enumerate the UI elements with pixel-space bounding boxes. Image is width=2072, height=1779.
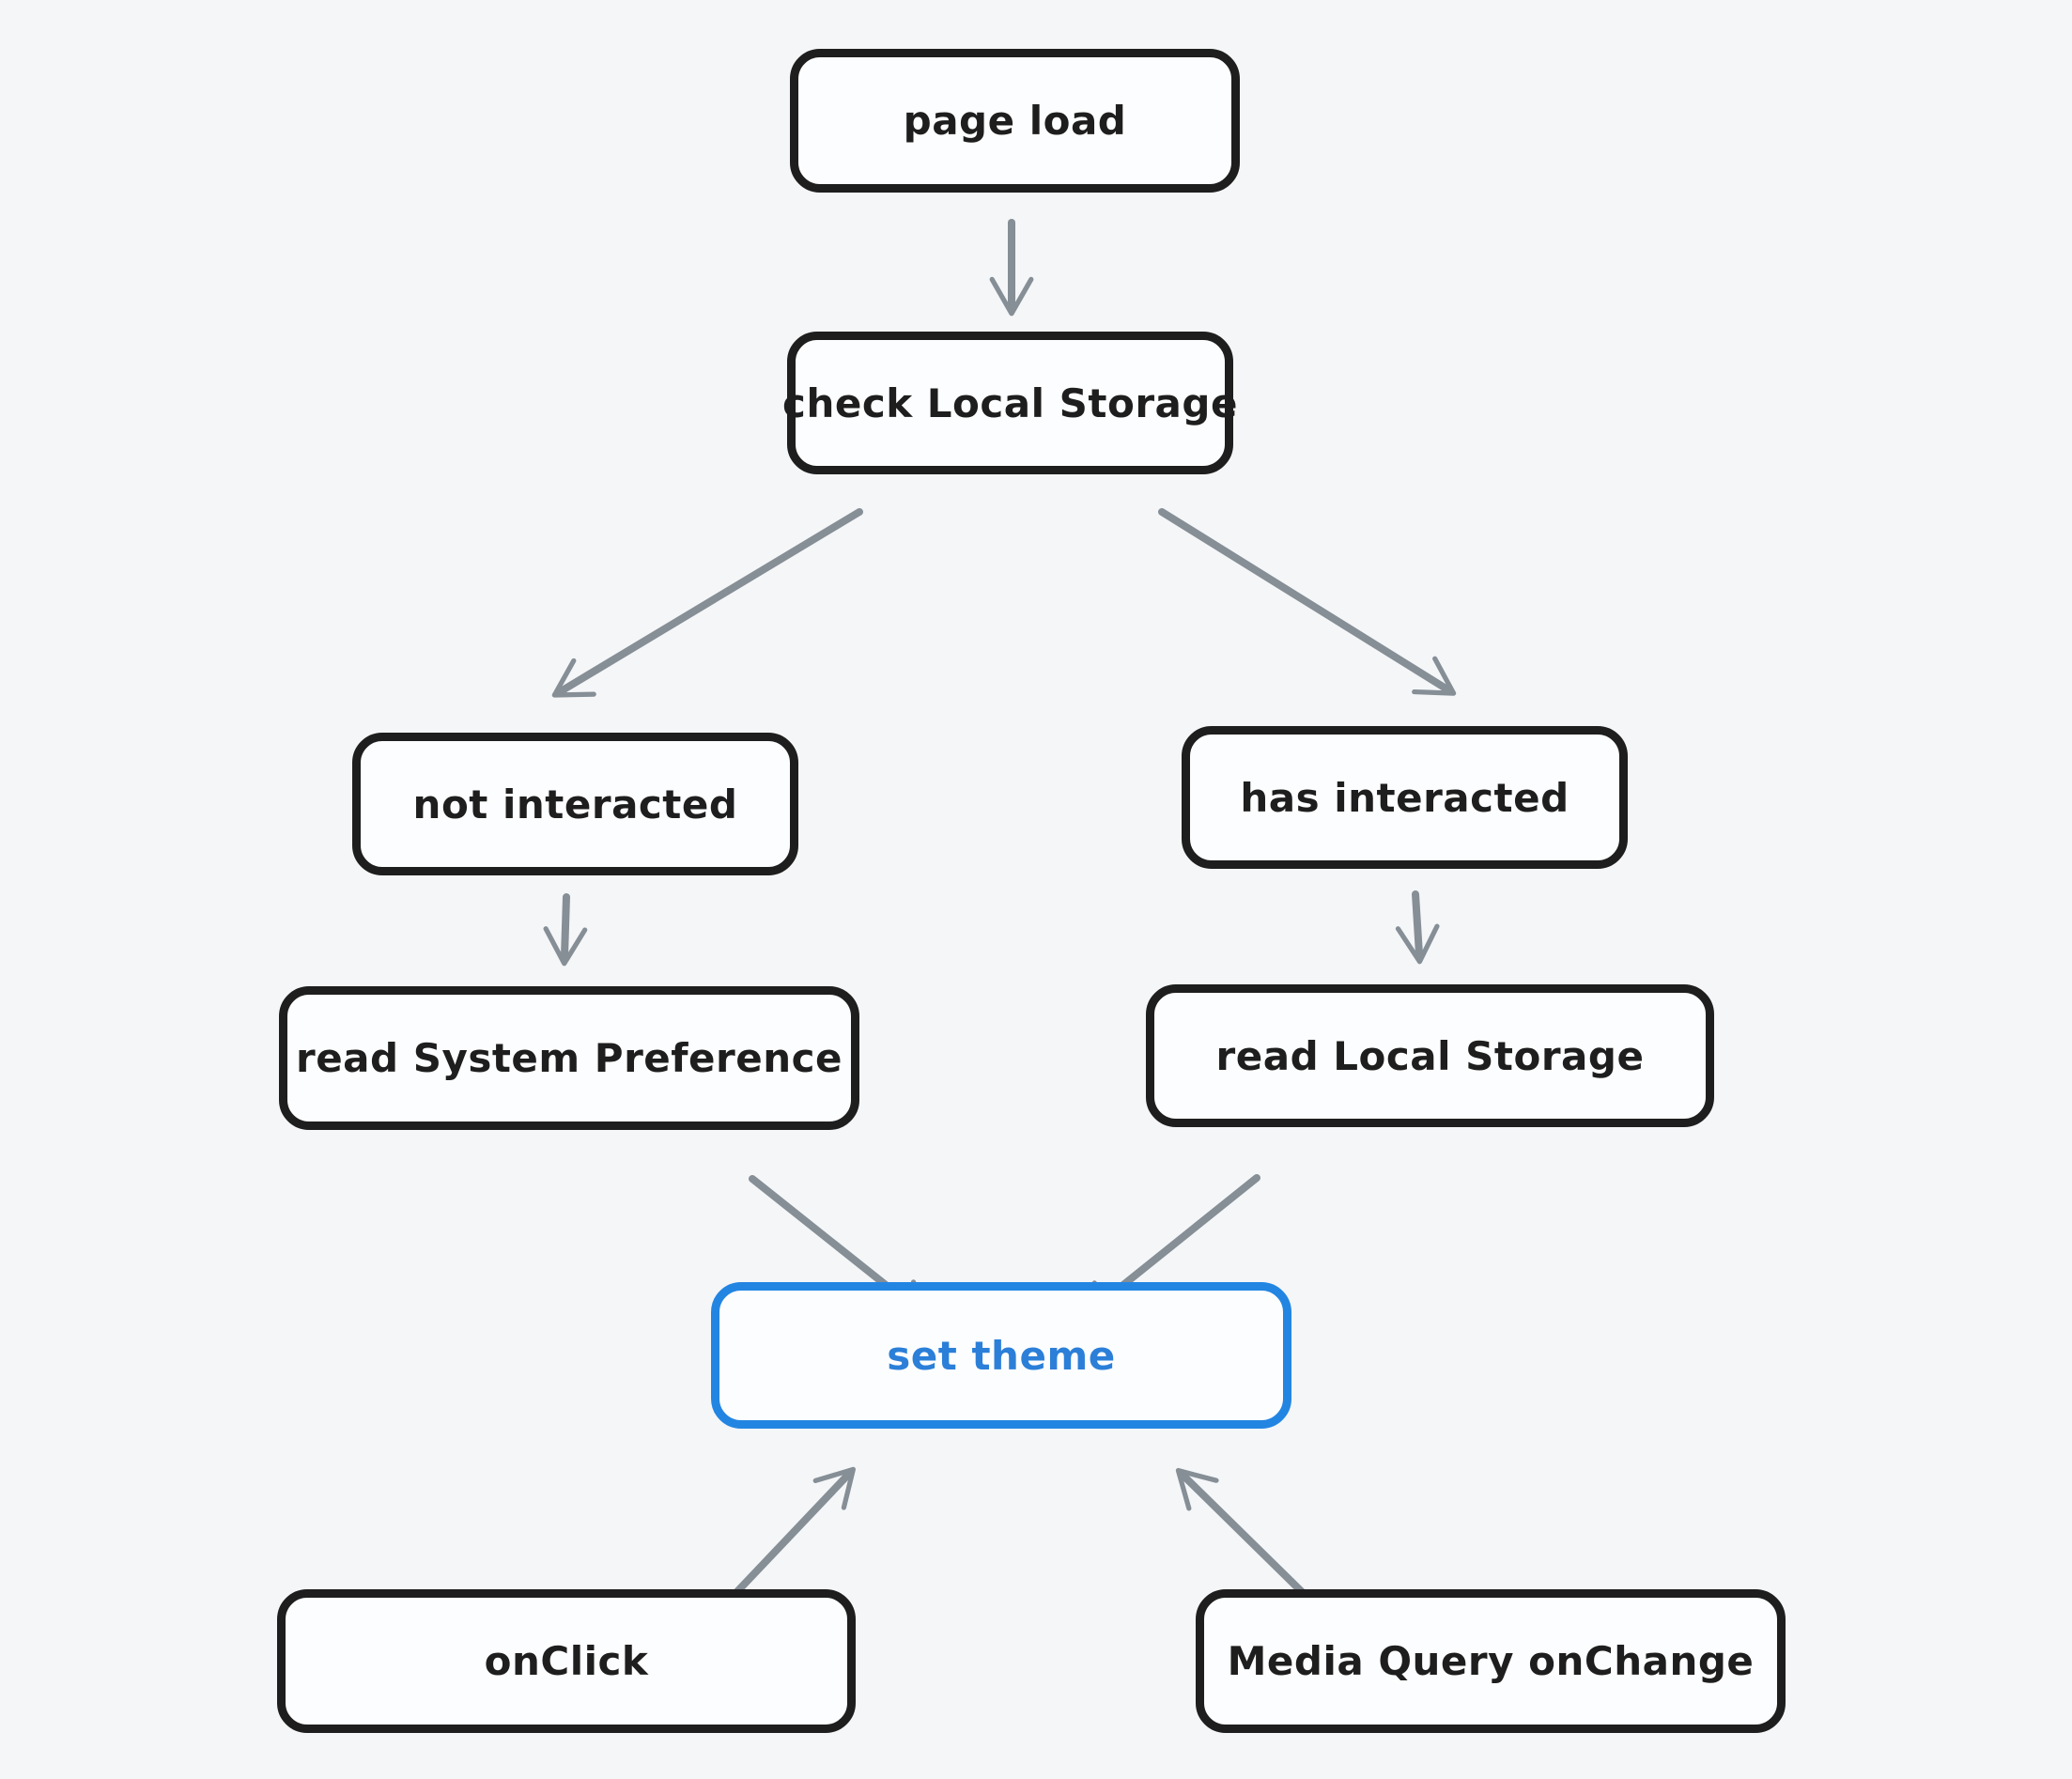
node-onclick: onClick bbox=[277, 1589, 856, 1733]
arrow-check-local-storage-to-not-interacted bbox=[551, 508, 863, 698]
node-set-theme: set theme bbox=[711, 1282, 1291, 1429]
node-check-local-storage-label: check Local Storage bbox=[782, 379, 1238, 426]
node-read-system-preference-label: read System Preference bbox=[295, 1035, 843, 1081]
node-read-local-storage: read Local Storage bbox=[1146, 984, 1714, 1127]
node-media-query-onchange: Media Query onChange bbox=[1196, 1589, 1786, 1733]
arrow-not-interacted-to-read-system-preference bbox=[543, 893, 588, 967]
node-read-system-preference: read System Preference bbox=[279, 986, 859, 1130]
node-page-load-label: page load bbox=[903, 98, 1127, 144]
arrow-check-local-storage-to-has-interacted bbox=[1158, 508, 1457, 696]
node-has-interacted-label: has interacted bbox=[1240, 774, 1569, 821]
node-set-theme-label: set theme bbox=[887, 1332, 1116, 1379]
node-read-local-storage-label: read Local Storage bbox=[1215, 1032, 1645, 1079]
node-not-interacted: not interacted bbox=[352, 733, 798, 875]
node-onclick-label: onClick bbox=[484, 1638, 649, 1684]
node-has-interacted: has interacted bbox=[1182, 726, 1628, 869]
arrow-has-interacted-to-read-local-storage bbox=[1395, 890, 1440, 965]
node-not-interacted-label: not interacted bbox=[412, 781, 738, 828]
node-page-load: page load bbox=[790, 49, 1240, 193]
node-media-query-onchange-label: Media Query onChange bbox=[1227, 1638, 1755, 1684]
node-check-local-storage: check Local Storage bbox=[782, 332, 1237, 474]
